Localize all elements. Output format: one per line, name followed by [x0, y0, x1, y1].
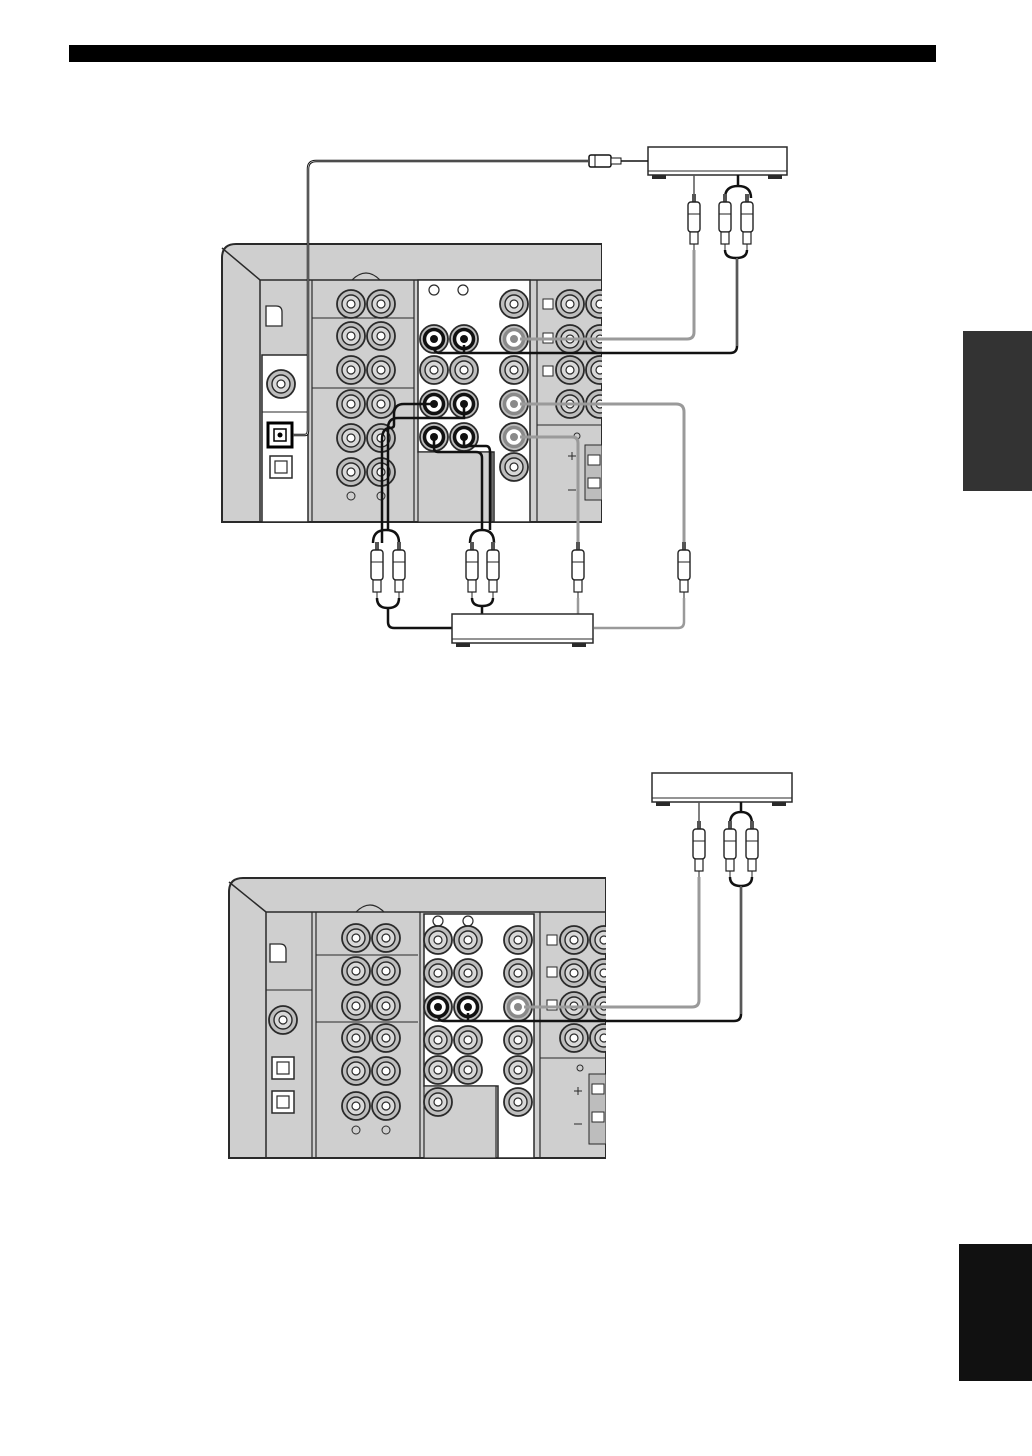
receiver-panel-1 — [222, 238, 632, 528]
source-device-top — [648, 147, 787, 179]
header-bar — [69, 45, 936, 62]
diagram-1 — [222, 147, 787, 647]
optical-jack-connected — [268, 423, 292, 447]
receiver-panel-2 — [229, 872, 636, 1164]
side-tab-upper — [963, 331, 1032, 491]
recorder-device-bottom — [452, 614, 593, 647]
diagram-2 — [229, 773, 792, 1164]
side-tab-lower — [959, 1244, 1032, 1381]
source-device-2 — [652, 773, 792, 806]
